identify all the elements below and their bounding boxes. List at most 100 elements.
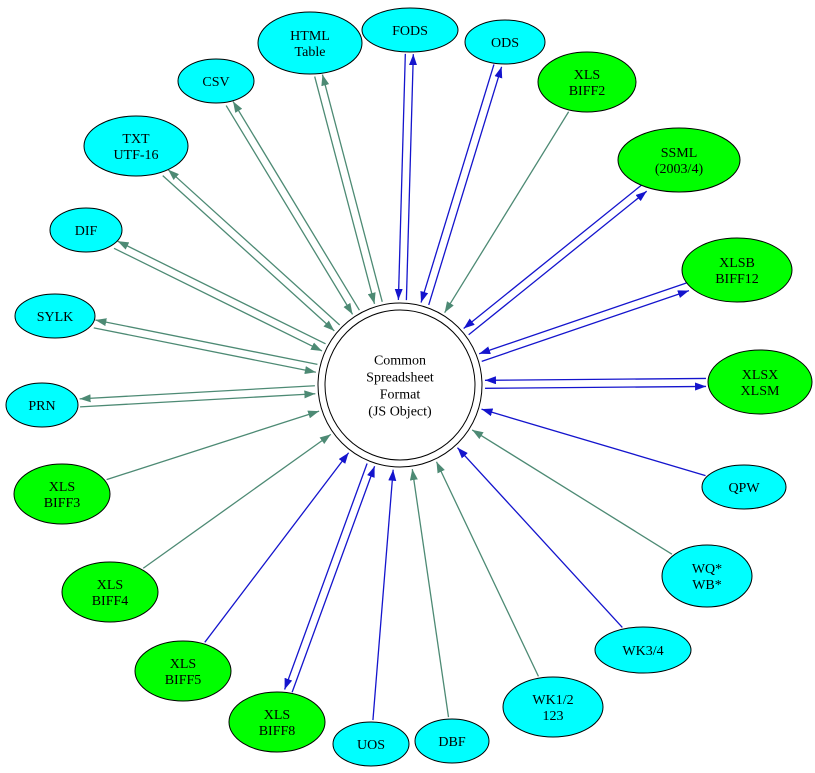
node-ellipse-wq-wb bbox=[661, 544, 753, 608]
edge-xls-biff5-to-center bbox=[204, 452, 350, 643]
edge-sylk-from-center bbox=[95, 318, 318, 366]
node-label-line: XLSX bbox=[742, 368, 779, 383]
node-label-line: 123 bbox=[543, 709, 564, 724]
edge-xlsx-xlsm-from-center bbox=[485, 382, 707, 391]
node-ellipse-prn bbox=[5, 382, 79, 428]
edge-wk12-123-to-center bbox=[435, 461, 540, 677]
edge-prn-to-center bbox=[80, 390, 316, 408]
node-ellipse-qpw bbox=[701, 464, 787, 510]
edge-ssml-from-center bbox=[468, 190, 648, 336]
edge-xlsb-biff12-to-center bbox=[478, 282, 687, 355]
node-label-line: UOS bbox=[357, 738, 385, 753]
edge-txt-utf16-to-center bbox=[162, 175, 335, 332]
node-label-line: TXT bbox=[122, 132, 150, 147]
node-label-dif: DIF bbox=[75, 224, 98, 239]
edge-dbf-to-center bbox=[409, 469, 450, 718]
node-ellipse-xlsb-biff12 bbox=[681, 237, 793, 303]
node-label-csv: CSV bbox=[202, 75, 229, 90]
node-ellipse-dbf bbox=[414, 718, 490, 764]
node-label-line: BIFF4 bbox=[92, 594, 129, 609]
node-wq-wb: WQ*WB* bbox=[661, 544, 753, 608]
node-label-line: PRN bbox=[28, 399, 55, 414]
node-fods: FODS bbox=[361, 7, 459, 53]
node-label-line: WK1/2 bbox=[532, 693, 573, 708]
node-label-line: CSV bbox=[202, 75, 229, 90]
center-outer-circle bbox=[317, 302, 483, 468]
edge-wk34-to-center bbox=[456, 447, 623, 628]
node-ellipse-xls-biff4 bbox=[61, 561, 159, 623]
node-label-line: XLS bbox=[97, 578, 123, 593]
node-label-wq-wb: WQ*WB* bbox=[692, 562, 722, 593]
node-label-line: SSML bbox=[661, 146, 698, 161]
node-ellipse-wk34 bbox=[594, 626, 692, 674]
node-ods: ODS bbox=[464, 19, 546, 65]
node-label-line: XLS bbox=[264, 708, 290, 723]
node-dbf: DBF bbox=[414, 718, 490, 764]
edge-xls-biff2-to-center bbox=[444, 111, 570, 314]
node-label-fods: FODS bbox=[392, 24, 428, 39]
edge-html-table-to-center bbox=[314, 76, 376, 304]
node-label-ods: ODS bbox=[491, 36, 519, 51]
node-label-line: BIFF12 bbox=[715, 272, 759, 287]
node-dif: DIF bbox=[49, 207, 123, 253]
node-ellipse-xls-biff3 bbox=[13, 463, 111, 525]
center-label-line: Common bbox=[374, 354, 426, 369]
edge-txt-utf16-from-center bbox=[167, 169, 341, 326]
node-label-line: BIFF3 bbox=[44, 496, 81, 511]
node-ellipse-xls-biff5 bbox=[134, 640, 232, 702]
edge-xls-biff8-to-center bbox=[291, 465, 376, 693]
node-label-line: XLS bbox=[574, 68, 600, 83]
edge-xls-biff8-from-center bbox=[283, 463, 368, 690]
node-ellipse-xls-biff2 bbox=[537, 51, 637, 113]
node-ellipse-xlsx-xlsm bbox=[707, 349, 813, 415]
node-label-line: WQ* bbox=[692, 562, 722, 577]
node-ellipse-sylk bbox=[14, 293, 96, 339]
node-uos: UOS bbox=[332, 721, 410, 767]
node-ellipse-csv bbox=[177, 58, 255, 104]
node-label-line: FODS bbox=[392, 24, 428, 39]
edge-fods-to-center bbox=[394, 53, 406, 300]
node-ellipse-wk12-123 bbox=[502, 676, 604, 738]
node-qpw: QPW bbox=[701, 464, 787, 510]
node-label-ssml: SSML(2003/4) bbox=[655, 146, 704, 177]
node-label-line: BIFF5 bbox=[165, 673, 202, 688]
edge-prn-from-center bbox=[79, 385, 315, 403]
node-label-line: HTML bbox=[290, 29, 330, 44]
edge-wq-wb-to-center bbox=[471, 429, 673, 555]
node-wk34: WK3/4 bbox=[594, 626, 692, 674]
node-label-uos: UOS bbox=[357, 738, 385, 753]
node-label-line: SYLK bbox=[37, 310, 74, 325]
node-label-line: XLS bbox=[170, 657, 196, 672]
node-sylk: SYLK bbox=[14, 293, 96, 339]
node-ssml: SSML(2003/4) bbox=[617, 127, 741, 193]
edges-layer bbox=[79, 53, 707, 721]
node-ellipse-fods bbox=[361, 7, 459, 53]
node-ellipse-ods bbox=[464, 19, 546, 65]
node-ellipse-uos bbox=[332, 721, 410, 767]
node-label-line: (2003/4) bbox=[655, 162, 704, 177]
edge-uos-to-center bbox=[372, 469, 397, 721]
node-csv: CSV bbox=[177, 58, 255, 104]
node-label-line: WB* bbox=[692, 578, 722, 593]
edge-dif-to-center bbox=[113, 247, 323, 352]
edge-xls-biff3-to-center bbox=[106, 410, 320, 481]
edge-dif-from-center bbox=[117, 240, 326, 345]
edge-csv-from-center bbox=[232, 101, 360, 311]
edge-xlsb-biff12-from-center bbox=[481, 290, 690, 362]
